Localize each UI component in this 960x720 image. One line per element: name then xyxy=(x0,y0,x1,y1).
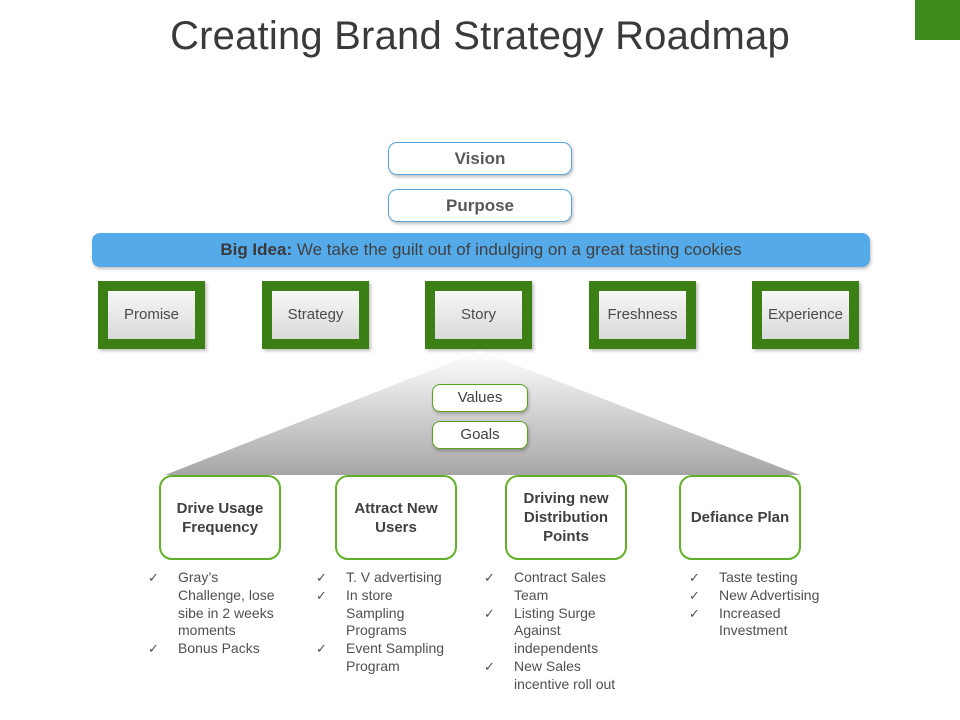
pillar-label: Experience xyxy=(762,291,849,339)
list-item: ✓ Listing Surge Against independents xyxy=(484,605,629,658)
list-item: ✓ Bonus Packs xyxy=(148,640,288,658)
pillar-freshness: Freshness xyxy=(589,281,696,349)
vision-box: Vision xyxy=(388,142,572,175)
check-icon: ✓ xyxy=(148,570,159,585)
pillar-label: Promise xyxy=(108,291,195,339)
list-item: ✓ Taste testing xyxy=(689,569,809,587)
list-item-text: Event Sampling Program xyxy=(346,640,445,674)
check-icon: ✓ xyxy=(689,605,700,621)
list-item: ✓ New Sales incentive roll out xyxy=(484,658,619,694)
list-item: ✓ Gray’s Challenge, lose sibe in 2 weeks … xyxy=(148,569,288,640)
pillar-label: Story xyxy=(435,291,522,339)
goal-defiance-plan: Defiance Plan xyxy=(679,475,801,560)
list-item: ✓ Contract Sales Team xyxy=(484,569,619,605)
check-icon: ✓ xyxy=(484,658,495,674)
list-item-text: Taste testing xyxy=(719,569,798,585)
check-icon: ✓ xyxy=(316,641,327,657)
goal-attract-new-users: Attract New Users xyxy=(335,475,457,560)
defiance-plan-list: ✓ Taste testing ✓ New Advertising ✓ Increas… xyxy=(689,569,819,640)
check-icon: ✓ xyxy=(484,570,495,585)
list-item: ✓ Increased Investment xyxy=(689,605,829,641)
pillar-story: Story xyxy=(425,281,532,349)
list-item: ✓ Event Sampling Program xyxy=(316,640,466,676)
list-item-text: New Sales incentive roll out xyxy=(514,657,616,692)
purpose-box: Purpose xyxy=(388,189,572,222)
drive-usage-list: ✓ Gray’s Challenge, lose sibe in 2 weeks … xyxy=(148,569,288,658)
attract-new-users-list: ✓ T. V advertising ✓ In store Sampling Pro… xyxy=(316,569,466,676)
pillar-experience: Experience xyxy=(752,281,859,349)
check-icon: ✓ xyxy=(689,570,700,585)
list-item-text: New Advertising xyxy=(719,586,820,603)
pillar-label: Strategy xyxy=(272,291,359,339)
values-box: Values xyxy=(432,384,528,412)
check-icon: ✓ xyxy=(689,587,700,603)
big-idea-bar: Big Idea: We take the guilt out of indul… xyxy=(92,233,870,267)
triangle-shape xyxy=(165,351,800,475)
check-icon: ✓ xyxy=(316,587,327,603)
check-icon: ✓ xyxy=(148,641,159,657)
list-item-text: Gray’s Challenge, lose sibe in 2 weeks m… xyxy=(178,569,275,639)
list-item-text: Increased Investment xyxy=(719,604,788,639)
goal-drive-usage-frequency: Drive Usage Frequency xyxy=(159,475,281,560)
list-item: ✓ In store Sampling Programs xyxy=(316,587,446,640)
big-idea-text: We take the guilt out of indulging on a … xyxy=(292,240,742,259)
list-item-text: Listing Surge Against independents xyxy=(514,604,599,657)
list-item-text: Contract Sales Team xyxy=(514,569,606,603)
list-item-text: Bonus Packs xyxy=(178,640,260,657)
pillar-promise: Promise xyxy=(98,281,205,349)
big-idea-label: Big Idea: xyxy=(220,240,293,259)
list-item-text: In store Sampling Programs xyxy=(346,586,407,639)
pillar-label: Freshness xyxy=(599,291,686,339)
check-icon: ✓ xyxy=(484,605,495,621)
corner-accent xyxy=(915,0,960,40)
goals-box: Goals xyxy=(432,421,528,449)
list-item: ✓ T. V advertising xyxy=(316,569,466,587)
check-icon: ✓ xyxy=(316,570,327,585)
page-title: Creating Brand Strategy Roadmap xyxy=(170,14,790,58)
distribution-points-list: ✓ Contract Sales Team ✓ Listing Surge Agai… xyxy=(484,569,619,694)
pillar-strategy: Strategy xyxy=(262,281,369,349)
goal-driving-new-distribution-points: Driving new Distribution Points xyxy=(505,475,627,560)
list-item-text: T. V advertising xyxy=(346,569,442,585)
list-item: ✓ New Advertising xyxy=(689,587,829,605)
